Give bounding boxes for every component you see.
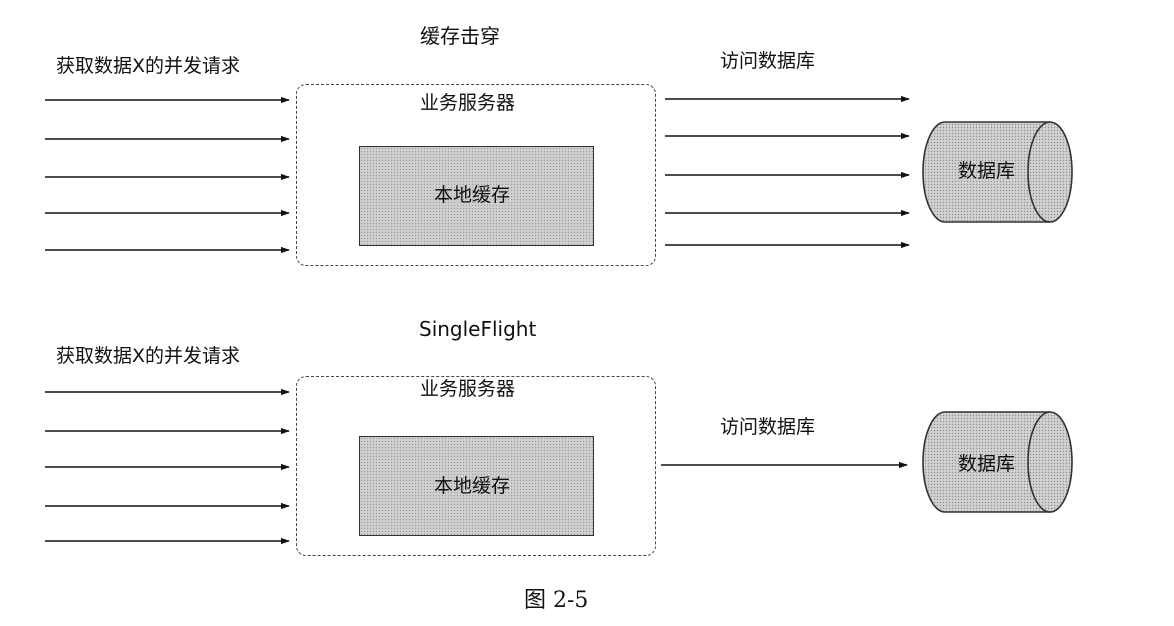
top-db-arrows [665,95,910,249]
bottom-local-cache [359,436,594,536]
top-request-arrows [45,96,290,254]
top-local-cache [359,146,594,246]
bottom-diagram-title: SingleFlight [419,317,537,341]
top-database-cylinder [922,121,1073,223]
bottom-database-cylinder [922,411,1073,513]
bottom-cache-label: 本地缓存 [434,475,511,497]
top-business-server [296,84,656,266]
top-cache-label: 本地缓存 [434,184,511,206]
top-db-access-label: 访问数据库 [720,50,816,72]
bottom-database-label: 数据库 [958,453,1016,475]
top-diagram-title: 缓存击穿 [420,24,500,48]
bottom-db-access-label: 访问数据库 [720,416,816,438]
top-database-label: 数据库 [958,160,1016,182]
bottom-request-arrows [45,388,290,545]
figure-caption: 图 2-5 [524,588,589,613]
bottom-server-label: 业务服务器 [420,378,516,400]
bottom-requests-label: 获取数据X的并发请求 [56,345,241,367]
top-requests-label: 获取数据X的并发请求 [56,55,241,77]
top-server-label: 业务服务器 [420,92,516,114]
bottom-business-server [296,376,656,556]
